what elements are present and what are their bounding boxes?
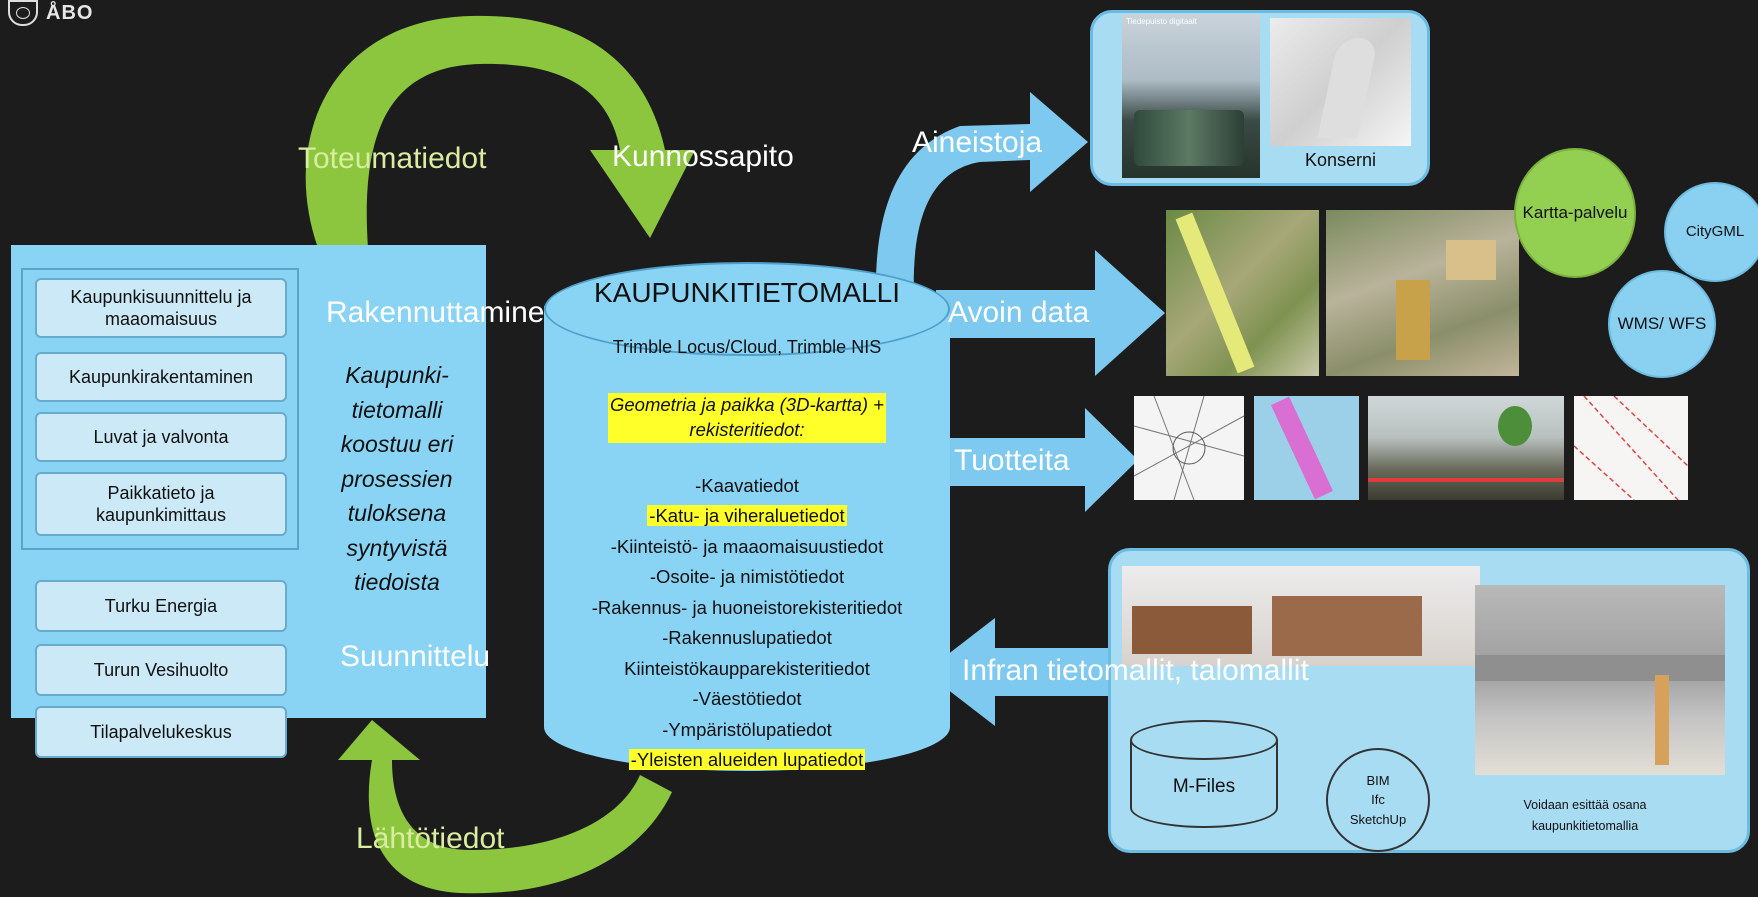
data-item: -Rakennuslupatiedot	[544, 623, 950, 654]
white-3d-model-photo	[1270, 18, 1411, 146]
description-line: prosessien	[341, 465, 453, 492]
blue-arrow-avoin	[936, 250, 1165, 376]
data-item: -Kaavatiedot	[544, 471, 950, 502]
description-line: Kaupunki-	[345, 362, 449, 388]
database-cylinder-top	[544, 262, 950, 356]
photo-buildings	[1134, 110, 1244, 166]
data-item-text: -Yleisten alueiden lupatiedot	[628, 749, 866, 771]
road	[1475, 655, 1725, 681]
city-logo: ÅBO	[8, 0, 93, 26]
process-description: Kaupunki- tietomalli koostuu eri prosess…	[322, 358, 472, 600]
data-item: -Ympäristölupatiedot	[544, 715, 950, 746]
data-item-text: -Kiinteistö- ja maaomaisuustiedot	[610, 535, 884, 557]
description-line: tuloksena	[347, 500, 447, 526]
open-data-map-image	[1166, 210, 1319, 376]
pipe-line	[1368, 478, 1564, 482]
infra-pipe	[1655, 675, 1669, 765]
green-arrow-top	[305, 15, 695, 248]
karttapalvelu-bubble: Kartta-palvelu	[1514, 148, 1636, 278]
process-box: Kaupunkisuunnittelu ja maaomaisuus	[35, 278, 287, 338]
process-box: Turku Energia	[35, 580, 287, 632]
data-item-text: -Osoite- ja nimistötiedot	[649, 566, 845, 588]
bim-line: SketchUp	[1349, 811, 1407, 827]
model-shape	[1317, 38, 1379, 138]
data-item: -Väestötiedot	[544, 684, 950, 715]
citygml-bubble: CityGML	[1664, 182, 1758, 282]
building-model-image	[1122, 566, 1480, 666]
green-arrow-bottom	[338, 720, 672, 894]
process-box: Paikkatieto ja kaupunkimittaus	[35, 472, 287, 536]
data-item: -Katu- ja viheraluetiedot	[544, 501, 950, 532]
label-suunnittelu: Suunnittelu	[340, 640, 491, 673]
description-line: tietomalli	[351, 396, 443, 423]
process-box: Luvat ja valvonta	[35, 412, 287, 462]
data-item-text: -Rakennus- ja huoneistorekisteritiedot	[591, 596, 903, 618]
tree	[1498, 406, 1532, 446]
plan-street	[1270, 396, 1334, 500]
geometry-line: rekisteritiedot:	[689, 418, 805, 440]
data-item-text: -Katu- ja viheraluetiedot	[647, 505, 847, 527]
label-kunnossapito: Kunnossapito	[612, 140, 794, 173]
model-building	[1132, 606, 1252, 654]
cylinder-subtitle: Trimble Locus/Cloud, Trimble NIS	[612, 337, 882, 357]
data-item: -Osoite- ja nimistötiedot	[544, 562, 950, 593]
process-group	[21, 268, 299, 550]
label-rakennuttaminen: Rakennuttaminen	[326, 296, 562, 329]
church-tower	[1396, 280, 1430, 360]
description-line: koostuu eri	[340, 431, 454, 457]
cylinder-content: Geometria ja paikka (3D-kartta) + rekist…	[544, 393, 950, 776]
description-line: tiedoista	[354, 569, 440, 595]
product-map-image	[1134, 396, 1244, 500]
data-item: -Rakennus- ja huoneistorekisteritiedot	[544, 593, 950, 624]
data-item: -Yleisten alueiden lupatiedot	[544, 745, 950, 776]
process-box: Tilapalvelukeskus	[35, 706, 287, 758]
product-3d-street-image	[1368, 396, 1564, 500]
network-lines	[1574, 396, 1688, 500]
geometry-note: Geometria ja paikka (3D-kartta) + rekist…	[607, 393, 886, 443]
bim-line: Ifc	[1371, 792, 1385, 808]
coat-of-arms-icon	[8, 0, 38, 26]
process-box: Turun Vesihuolto	[35, 644, 287, 696]
label-lahtotiedot: Lähtötiedot	[356, 822, 505, 855]
cylinder-title: KAUPUNKITIETOMALLI	[593, 277, 900, 308]
open-data-3d-image	[1326, 210, 1519, 376]
data-item-text: -Ympäristölupatiedot	[662, 718, 832, 740]
city-aerial-photo: Tiedepuisto digitaalt	[1122, 14, 1260, 178]
label-toteumatiedot: Toteumatiedot	[298, 142, 487, 175]
data-item: -Kiinteistö- ja maaomaisuustiedot	[544, 532, 950, 563]
description-line: syntyvistä	[346, 534, 448, 561]
label-infra: Infran tietomallit, talomallit	[962, 654, 1309, 687]
process-box: Kaupunkirakentaminen	[35, 352, 287, 402]
consern-label: Konserni	[1304, 150, 1377, 170]
product-plan-image	[1254, 396, 1359, 500]
data-item-text: -Väestötiedot	[692, 688, 802, 710]
label-tuotteita: Tuotteita	[954, 444, 1070, 477]
photo-caption: Tiedepuisto digitaalt	[1126, 17, 1197, 26]
mfiles-cylinder-top	[1130, 720, 1278, 760]
product-network-image	[1574, 396, 1688, 500]
blue-arrow-tuotteita	[936, 408, 1138, 512]
blue-arrow-aineistoja	[875, 92, 1088, 300]
data-item-text: -Rakennuslupatiedot	[662, 627, 832, 649]
data-item-text: Kiinteistökauppa­rekisteritiedot	[624, 657, 870, 679]
bim-circle: BIM Ifc SketchUp	[1326, 748, 1430, 852]
wms-wfs-bubble: WMS/ WFS	[1608, 270, 1716, 378]
label-avoin-data: Avoin data	[948, 296, 1090, 329]
label-aineistoja: Aineistoja	[912, 126, 1043, 159]
building-block	[1446, 240, 1496, 280]
infra-note: Voidaan esittää osana kaupunkitietomalli…	[1523, 798, 1647, 833]
data-item-text: -Kaavatiedot	[695, 474, 799, 496]
database-cylinder-body	[544, 306, 950, 771]
model-building	[1272, 596, 1422, 656]
mfiles-label: M-Files	[1172, 776, 1236, 797]
geometry-line: Geometria ja paikka (3D-kartta) +	[609, 394, 884, 415]
map-road	[1175, 212, 1255, 374]
data-item: Kiinteistökauppa­rekisteritiedot	[544, 654, 950, 685]
logo-text: ÅBO	[46, 1, 94, 24]
map-lines	[1134, 396, 1244, 500]
infra-model-image	[1475, 585, 1725, 775]
bim-line: BIM	[1366, 772, 1390, 788]
